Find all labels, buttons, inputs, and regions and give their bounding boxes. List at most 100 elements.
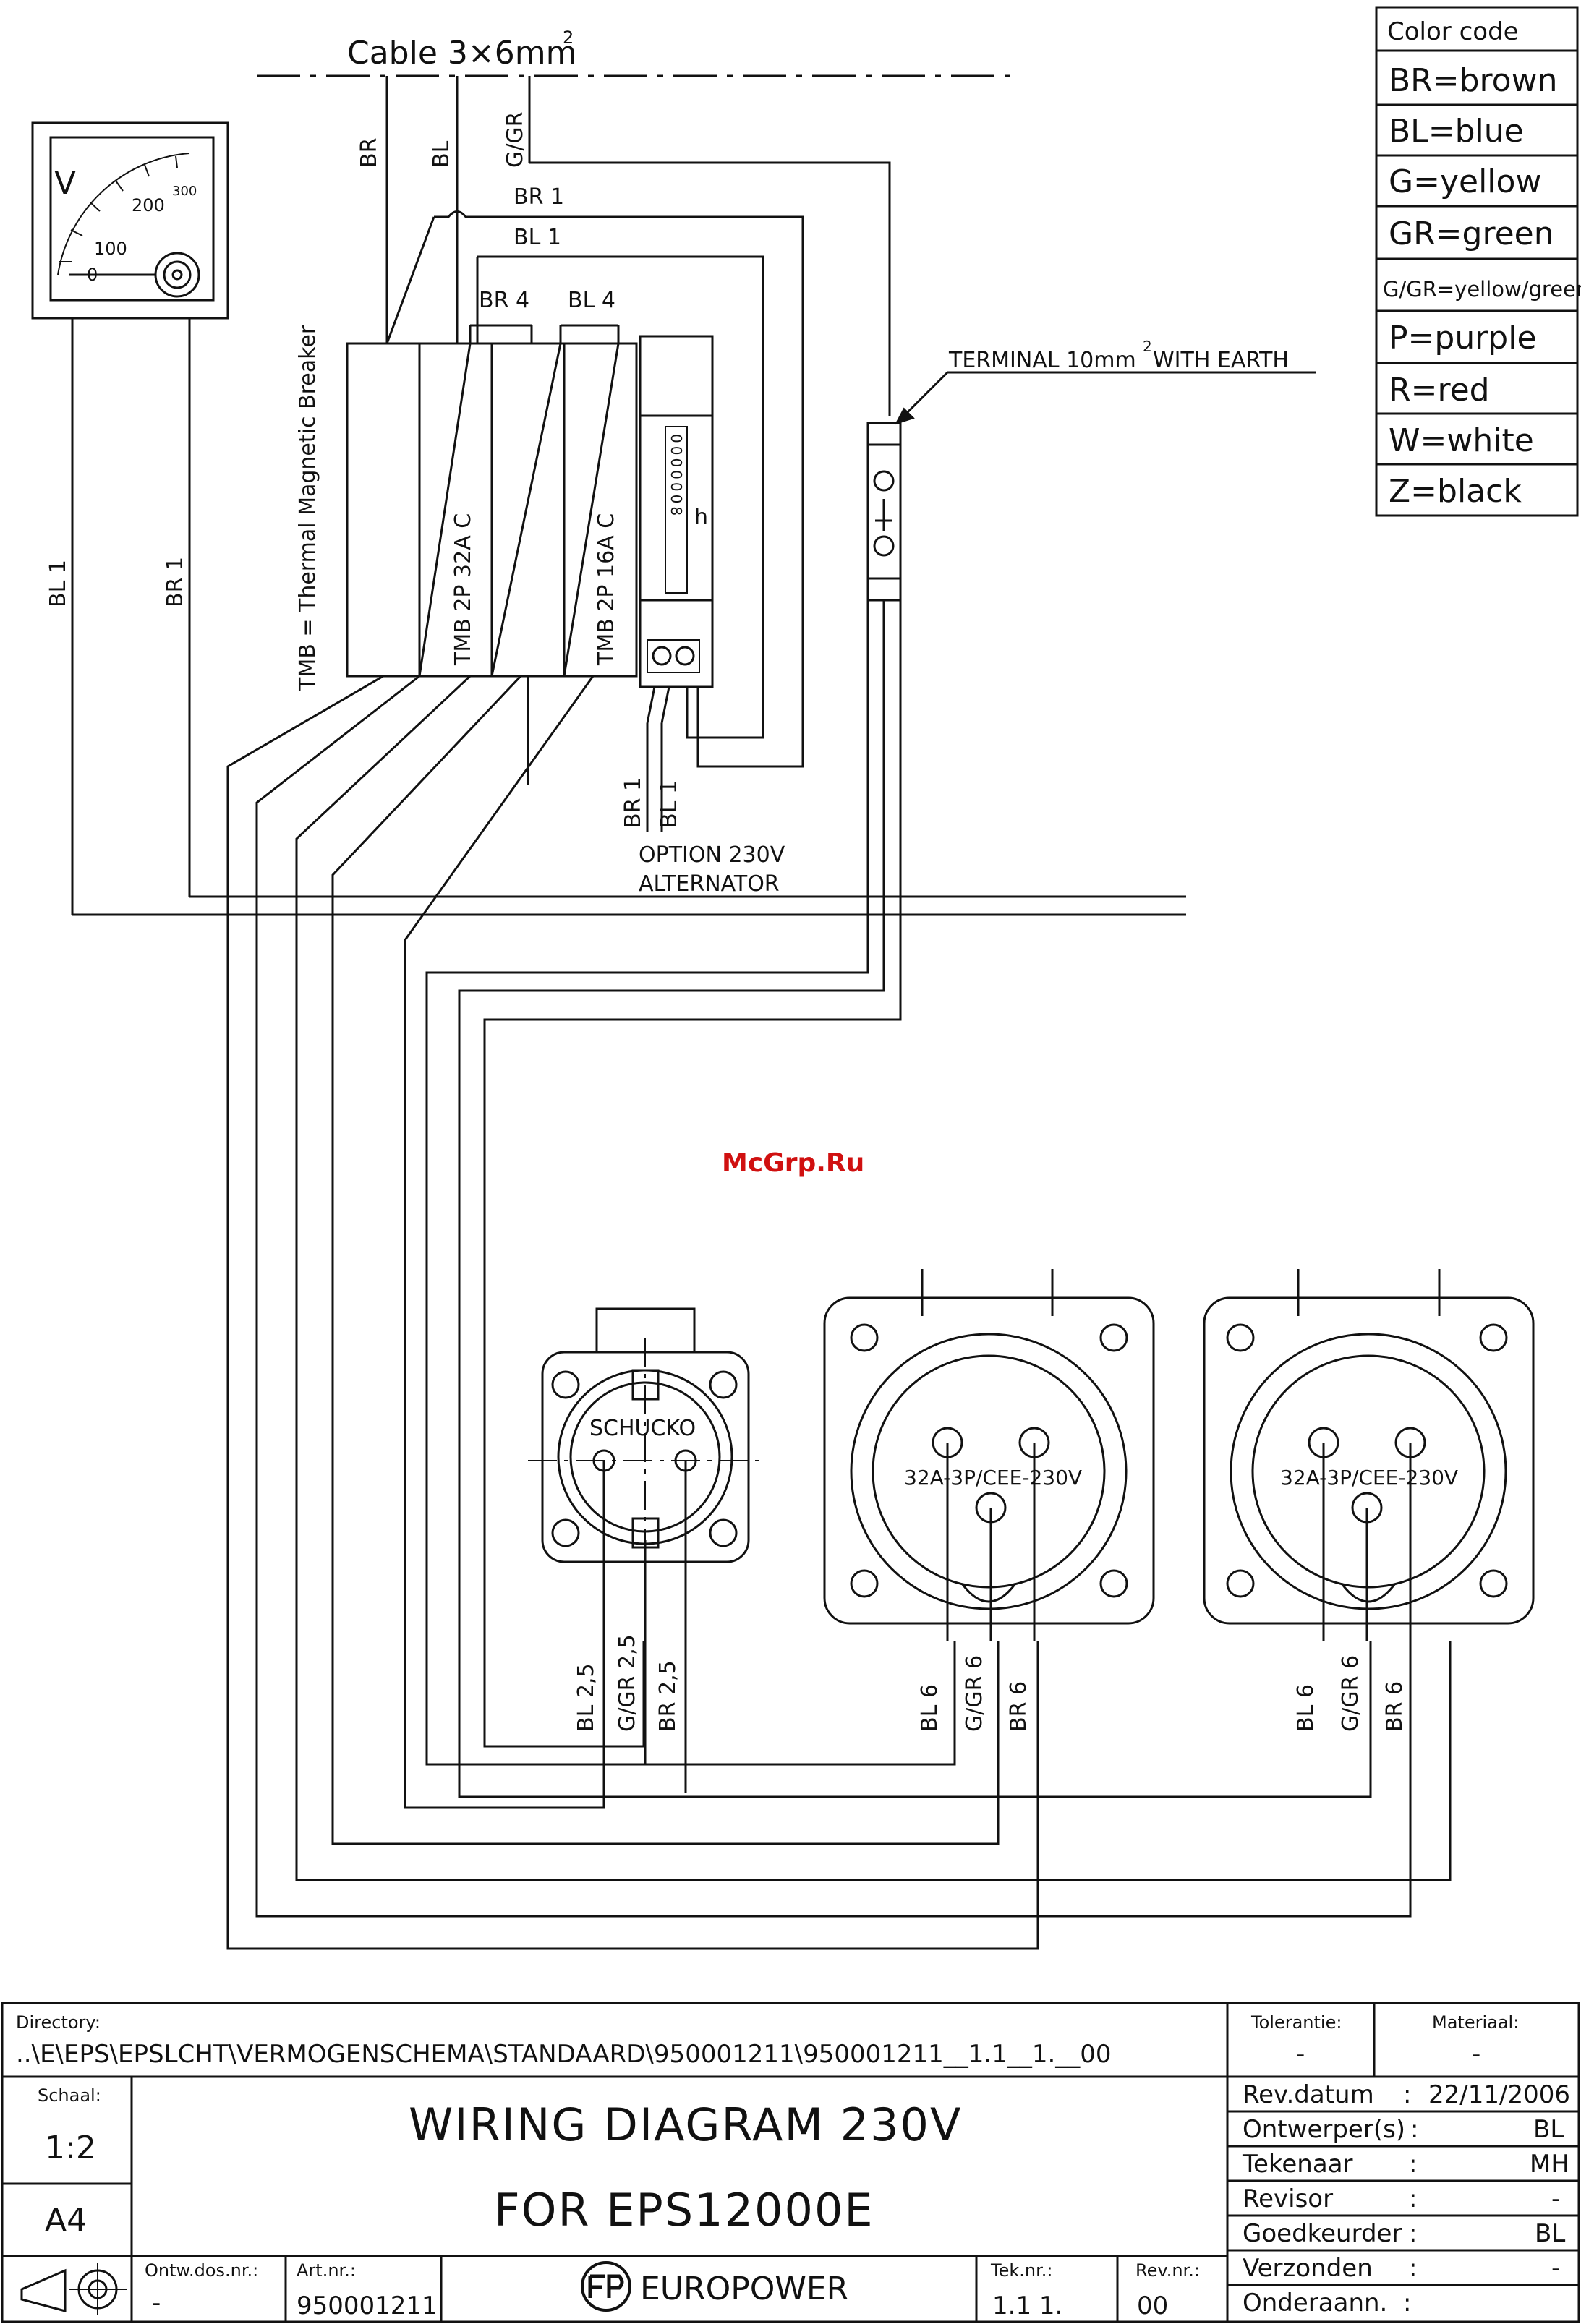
cable-label: Cable 3×6mm (347, 35, 576, 72)
materiaal-label: Materiaal: (1432, 2012, 1519, 2033)
cee-socket-2 (1203, 1269, 1535, 1641)
voltmeter-scale-300: 300 (172, 184, 197, 199)
color-code-yellow: G=yellow (1389, 163, 1541, 200)
wiring-top (385, 76, 891, 768)
wiring-harness (72, 600, 1452, 1950)
wire-label-alt-bl1: BL 1 (657, 780, 682, 828)
voltmeter-scale-200: 200 (132, 195, 165, 215)
cee2-label: 32A-3P/CEE-230V (1280, 1466, 1458, 1490)
row-rev-datum-value: 22/11/2006 (1428, 2080, 1570, 2109)
row-verzonden-label: Verzonden (1243, 2254, 1373, 2283)
option-line2: ALTERNATOR (639, 871, 780, 897)
cee1-label: 32A-3P/CEE-230V (904, 1466, 1082, 1490)
schaal-value: 1:2 (45, 2129, 96, 2166)
row-revisor-value: - (1551, 2184, 1560, 2213)
color-code-white: W=white (1389, 422, 1534, 459)
color-code-red: R=red (1389, 372, 1490, 409)
row-tekenaar-sep: : (1409, 2150, 1417, 2179)
color-code-brown: BR=brown (1389, 62, 1557, 99)
row-tekenaar-label: Tekenaar (1242, 2150, 1353, 2179)
row-ontwerper-label: Ontwerper(s) (1243, 2115, 1405, 2144)
row-ontwerper-value: BL (1533, 2115, 1564, 2144)
schaal-label: Schaal: (38, 2085, 101, 2106)
wire-label-br1-top: BR 1 (513, 184, 564, 210)
cable-wire-ggr: G/GR (503, 112, 528, 168)
wire-label-br4: BR 4 (479, 288, 529, 313)
schucko-label: SCHUCKO (589, 1416, 696, 1441)
hour-meter-digits: 0000008 (668, 434, 685, 518)
art-value: 950001211 (297, 2291, 438, 2320)
directory-label: Directory: (16, 2012, 101, 2033)
company-name: EUROPOWER (640, 2270, 848, 2307)
tek-label: Tek.nr.: (990, 2260, 1052, 2281)
title-block (1, 2002, 1580, 2323)
color-code-title: Color code (1387, 17, 1519, 46)
watermark: McGrp.Ru (722, 1148, 864, 1178)
row-rev-datum-label: Rev.datum (1243, 2080, 1374, 2109)
wire-label-left-bl1: BL 1 (46, 560, 71, 607)
schucko-wire-br: BR 2,5 (655, 1660, 681, 1732)
row-rev-datum-sep: : (1403, 2080, 1411, 2109)
color-code-blue: BL=blue (1389, 113, 1524, 150)
option-alternator-wires (646, 686, 670, 832)
breaker-32a-label: TMB 2P 32A C (451, 513, 476, 666)
color-code-yellow-green: G/GR=yellow/green (1383, 277, 1581, 302)
wire-label-left-br1: BR 1 (163, 557, 188, 607)
row-onderaann-label: Onderaann. (1243, 2289, 1387, 2317)
color-code-table (1375, 6, 1579, 517)
wire-label-alt-br1: BR 1 (621, 777, 646, 828)
schucko-wire-bl: BL 2,5 (574, 1663, 599, 1732)
color-code-purple: P=purple (1389, 320, 1537, 356)
cee2-wire-br: BR 6 (1382, 1681, 1407, 1732)
row-tekenaar-value: MH (1530, 2150, 1569, 2179)
projection-symbol-icon (20, 2263, 127, 2315)
cee2-wire-bl: BL 6 (1293, 1684, 1318, 1732)
tolerantie-label: Tolerantie: (1250, 2012, 1342, 2033)
hour-meter (639, 335, 714, 688)
color-code-black: Z=black (1389, 473, 1522, 510)
row-goedkeurder-sep: : (1409, 2219, 1417, 2248)
title-line2: FOR EPS12000E (494, 2184, 874, 2237)
breaker-16a-label: TMB 2P 16A C (594, 513, 619, 666)
row-onderaann-sep: : (1403, 2289, 1411, 2317)
breaker-legend: TMB = Thermal Magnetic Breaker (295, 325, 320, 691)
row-goedkeurder-label: Goedkeurder (1243, 2219, 1402, 2248)
option-line1: OPTION 230V (639, 842, 785, 868)
cable-header: Cable 3×6mm 2 BR BL G/GR (257, 27, 1016, 168)
cable-wire-br: BR (357, 138, 382, 168)
wire-label-bl1-top: BL 1 (513, 225, 561, 250)
cee1-wire-br: BR 6 (1006, 1681, 1031, 1732)
ontw-value: - (152, 2289, 161, 2317)
ontw-label: Ontw.dos.nr.: (145, 2260, 258, 2281)
voltmeter-scale-100: 100 (94, 239, 127, 259)
hour-meter-unit: h (694, 505, 708, 530)
title-line1: WIRING DIAGRAM 230V (409, 2098, 962, 2151)
cee1-wire-ggr: G/GR 6 (962, 1655, 987, 1732)
row-goedkeurder-value: BL (1535, 2219, 1565, 2248)
terminal-label-suffix: WITH EARTH (1153, 348, 1289, 373)
voltmeter-unit: V (54, 165, 76, 202)
wire-label-bl4: BL 4 (568, 288, 615, 313)
format-value: A4 (45, 2202, 87, 2239)
rev-label: Rev.nr.: (1135, 2260, 1200, 2281)
row-ontwerper-sep: : (1410, 2115, 1418, 2144)
voltmeter (31, 121, 229, 915)
terminal-label: TERMINAL 10mm (948, 348, 1136, 373)
cee1-wire-bl: BL 6 (917, 1684, 942, 1732)
row-revisor-sep: : (1409, 2184, 1417, 2213)
schucko-socket (528, 1307, 763, 1793)
row-verzonden-value: - (1551, 2254, 1560, 2283)
tolerantie-value: - (1296, 2040, 1305, 2069)
materiaal-value: - (1472, 2040, 1480, 2069)
tek-value: 1.1 1. (992, 2291, 1062, 2320)
art-label: Art.nr.: (297, 2260, 356, 2281)
rev-value: 00 (1137, 2291, 1168, 2320)
schucko-wire-ggr: G/GR 2,5 (615, 1634, 640, 1732)
color-code-green: GR=green (1389, 215, 1554, 252)
cable-wire-bl: BL (429, 140, 454, 168)
terminal-label-superscript: 2 (1143, 338, 1152, 355)
cee2-wire-ggr: G/GR 6 (1338, 1655, 1363, 1732)
directory-value: ..\E\EPS\EPSLCHT\VERMOGENSCHEMA\STANDAAR… (16, 2040, 1112, 2069)
cable-label-superscript: 2 (563, 27, 574, 48)
